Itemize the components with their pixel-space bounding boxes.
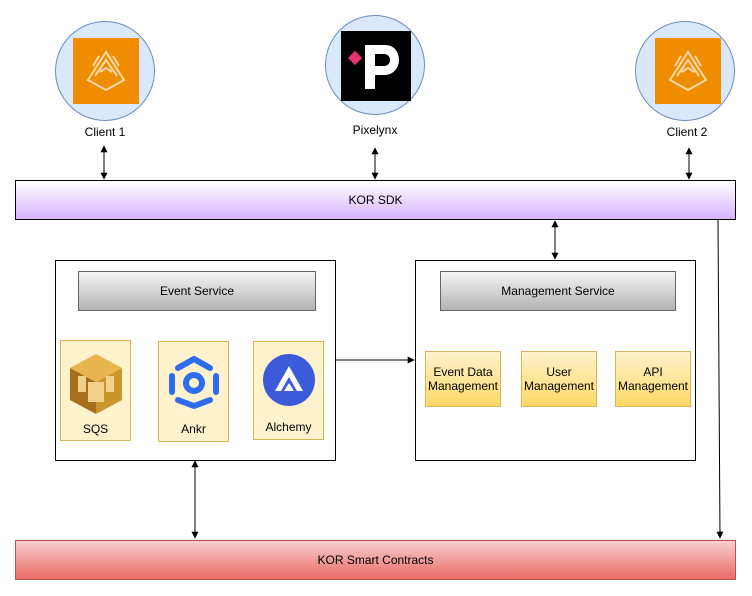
client2-circle[interactable] [635,21,735,121]
user-management-box[interactable]: User Management [521,351,597,407]
user-management-label: User Management [523,365,595,393]
event-service-label: Event Service [159,284,235,298]
alchemy-label: Alchemy [265,420,312,434]
event-service-header[interactable]: Event Service [78,271,316,311]
pixelynx-label: Pixelynx [352,123,398,137]
ankr-icon [169,356,219,409]
client1-circle[interactable] [55,21,155,121]
sqs-icon [70,354,122,414]
edge-sdk-contracts [716,219,724,539]
api-management-label: API Management [617,365,689,393]
api-management-box[interactable]: API Management [615,351,691,407]
management-service-header[interactable]: Management Service [440,271,676,311]
pixelynx-logo-icon [341,31,411,101]
alchemy-icon [263,354,315,406]
event-data-management-label: Event Data Management [427,365,499,393]
kor-logo-icon [73,38,139,104]
client1-label: Client 1 [84,125,126,139]
ankr-tile[interactable]: Ankr [158,341,229,442]
management-service-label: Management Service [501,284,615,298]
client2-label: Client 2 [666,125,708,139]
kor-logo-icon [655,38,721,104]
pixelynx-circle[interactable] [325,15,425,115]
kor-sdk-bar[interactable]: KOR SDK [15,180,736,220]
kor-smart-contracts-label: KOR Smart Contracts [317,553,434,567]
sqs-label: SQS [82,422,109,436]
kor-sdk-label: KOR SDK [348,193,403,207]
alchemy-tile[interactable]: Alchemy [253,341,324,440]
event-data-management-box[interactable]: Event Data Management [425,351,501,407]
sqs-tile[interactable]: SQS [60,340,131,441]
kor-smart-contracts-bar[interactable]: KOR Smart Contracts [15,540,736,580]
ankr-label: Ankr [181,422,206,436]
